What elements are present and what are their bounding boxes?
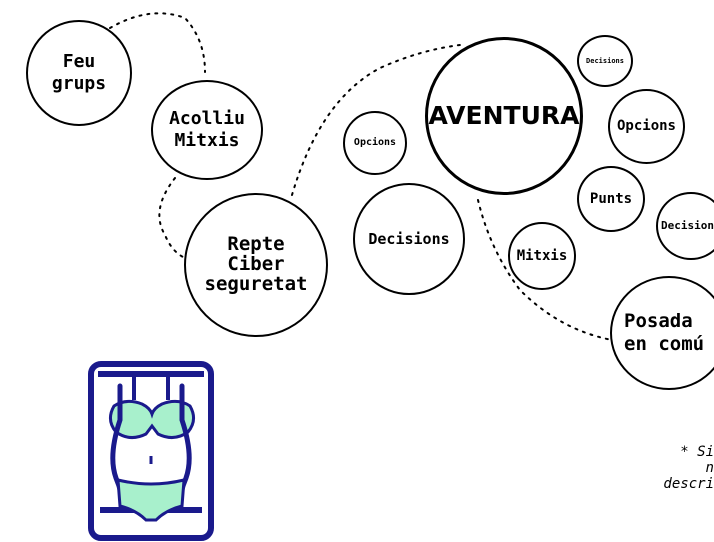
node-label: Posada en comú — [624, 310, 705, 355]
node-label: Decisions — [368, 230, 450, 248]
node-label: Repte Ciber seguretat — [204, 233, 308, 295]
node-decisions-top[interactable]: Decisions — [577, 35, 633, 87]
footnote-text: * Si n descri — [663, 444, 714, 493]
node-mitxis[interactable]: Mitxis — [508, 222, 576, 290]
node-decisions-mid[interactable]: Decisions — [353, 183, 465, 295]
node-label: Acolliu Mitxis — [169, 108, 245, 151]
node-posada-en-comu[interactable]: Posada en comú — [610, 276, 714, 390]
node-label: Mitxis — [516, 247, 568, 264]
node-aventura[interactable]: AVENTURA — [425, 37, 583, 195]
node-label: Opcions — [353, 137, 397, 148]
node-label: Decisions — [586, 56, 624, 65]
connector-feu-acolliu — [109, 12, 206, 73]
node-label: Punts — [589, 190, 633, 207]
node-feu-grups[interactable]: Feu grups — [26, 20, 132, 126]
node-label: AVENTURA — [428, 101, 580, 130]
node-acolliu-mitxis[interactable]: Acolliu Mitxis — [151, 80, 263, 180]
node-punts[interactable]: Punts — [577, 166, 645, 232]
node-opcions-small[interactable]: Opcions — [343, 111, 407, 175]
node-label: Decisions — [661, 219, 714, 233]
node-label: Feu grups — [51, 51, 107, 94]
connector-repte-aventura — [291, 44, 461, 196]
node-repte-ciberseguretat[interactable]: Repte Ciber seguretat — [184, 193, 328, 337]
node-opcions-right[interactable]: Opcions — [608, 89, 685, 164]
top-body-icon — [88, 361, 214, 541]
connector-acolliu-repte — [158, 177, 186, 259]
node-decisions-right[interactable]: Decisions — [656, 192, 714, 260]
node-label: Opcions — [616, 118, 676, 135]
